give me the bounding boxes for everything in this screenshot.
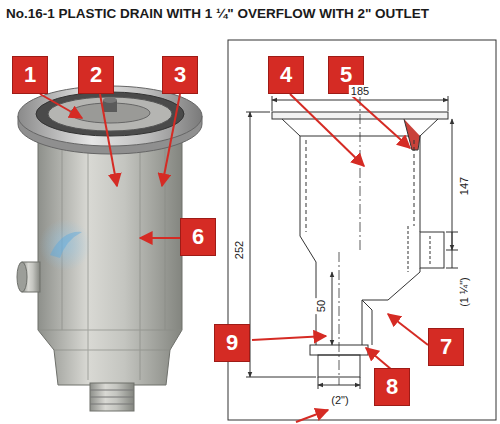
dimension-line	[272, 100, 448, 101]
basket-rim	[36, 92, 184, 136]
callout-number: 8	[386, 376, 398, 398]
dimension-label: (2")	[329, 394, 350, 406]
extension-line	[446, 268, 458, 269]
callout-number: 2	[90, 64, 102, 86]
extension-line	[246, 377, 316, 378]
center-line	[360, 96, 361, 250]
callout-leaders	[40, 94, 428, 422]
leader-line	[40, 94, 82, 118]
dimension-line	[452, 119, 453, 250]
leader-line	[252, 336, 326, 340]
callout-number: 3	[174, 64, 186, 86]
bottom-outlet	[90, 383, 134, 411]
watermark-logo	[39, 219, 91, 271]
callout-box: 7	[428, 328, 464, 366]
dimension-line	[452, 232, 453, 268]
dimension-label: 252	[233, 239, 245, 261]
leader-line	[350, 94, 410, 148]
leader-line	[290, 94, 364, 166]
strainer-knob	[103, 97, 117, 103]
dimension-label: 50	[315, 298, 327, 314]
callout-number: 9	[226, 332, 238, 354]
drain-photo	[17, 86, 202, 411]
extension-line	[448, 96, 449, 111]
callout-box: 3	[162, 56, 198, 94]
callout-box: 9	[214, 324, 250, 362]
leader-line	[296, 410, 328, 422]
flange	[18, 86, 202, 146]
overflow-hidden	[408, 226, 430, 272]
callout-number: 6	[192, 226, 204, 248]
watermark-logo	[50, 232, 82, 258]
callout-number: 5	[340, 64, 352, 86]
extension-line	[318, 377, 319, 389]
leader-line	[388, 314, 428, 345]
body-ribs	[38, 140, 182, 380]
callout-number: 4	[280, 64, 292, 86]
dimension-label: 147	[458, 175, 470, 197]
callout-box: 6	[180, 218, 216, 256]
overflow-port-end	[17, 262, 27, 292]
extension-line	[360, 377, 361, 389]
overflow-inlet	[420, 232, 444, 268]
extension-line	[446, 232, 458, 233]
strainer-basket	[48, 97, 172, 131]
outlet-collar	[362, 300, 372, 345]
drain-body	[38, 132, 182, 385]
outlet-thread	[90, 390, 134, 404]
callout-box: 4	[268, 56, 304, 94]
dimension-line	[332, 272, 333, 345]
dimension-label: 185	[349, 85, 371, 97]
drawing-frame	[228, 40, 496, 420]
sheet-title: No.16-1 PLASTIC DRAIN WITH 1 ¼" OVERFLOW…	[6, 6, 429, 21]
leader-line	[100, 94, 117, 186]
technical-drawing	[228, 40, 496, 420]
center-line	[339, 252, 340, 385]
callout-box: 2	[78, 56, 114, 94]
leader-line	[366, 348, 392, 370]
extension-line	[246, 112, 270, 113]
dimension-label: (1 ¼")	[458, 275, 470, 309]
callout-box: 8	[374, 368, 410, 406]
leader-line	[162, 94, 180, 186]
dimension-line	[318, 385, 360, 386]
callout-box: 1	[12, 56, 48, 94]
callout-number: 1	[24, 64, 36, 86]
callout-number: 7	[440, 336, 452, 358]
extension-line	[272, 96, 273, 111]
leader-line	[140, 237, 180, 239]
